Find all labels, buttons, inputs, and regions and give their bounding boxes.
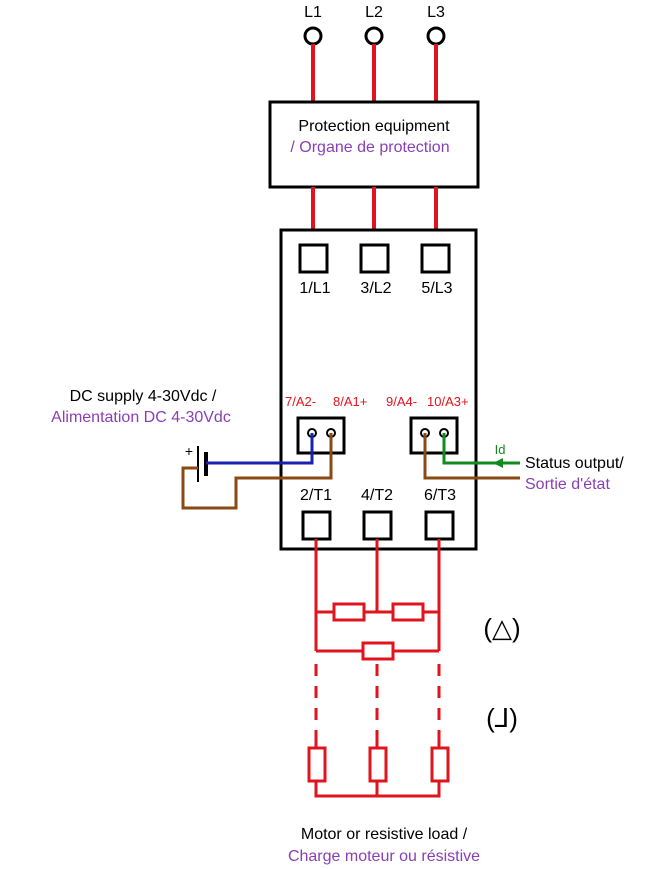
phase-lines: L1 L2 L3 xyxy=(303,4,446,102)
delta-resistor-3 xyxy=(361,641,395,661)
status-arrow-icon xyxy=(493,458,503,468)
delta-resistor-1 xyxy=(332,602,366,622)
load-wiring: (△) (⅃) xyxy=(307,539,521,798)
l3-supply-terminal xyxy=(426,26,446,46)
control-label-10-a3: 10/A3+ xyxy=(427,394,469,409)
l1-supply-terminal xyxy=(303,26,323,46)
dc-negative-wire xyxy=(181,433,333,510)
status-label-fr: Sortie d'état xyxy=(525,476,610,493)
delta-symbol: (△) xyxy=(483,613,520,643)
terminal-1-l1 xyxy=(298,243,329,274)
terminal-label-2-t1: 2/T1 xyxy=(300,487,332,504)
contactor: 1/L1 3/L2 5/L3 7/A2- 8/A1+ 9/A4- 10/A3+ … xyxy=(279,228,478,551)
load-label-fr: Charge moteur ou résistive xyxy=(288,848,480,865)
control-label-9-a4: 9/A4- xyxy=(386,394,417,409)
l2-supply-terminal xyxy=(364,26,384,46)
protection-box xyxy=(268,100,480,189)
battery-plus-sign: + xyxy=(185,443,193,459)
terminal-label-4-t2: 4/T2 xyxy=(361,487,393,504)
terminal-label-3-l2: 3/L2 xyxy=(360,280,391,297)
protection-label-en: Protection equipment xyxy=(298,118,450,135)
terminal-4-t2 xyxy=(362,510,393,541)
dc-positive-wire xyxy=(206,433,314,465)
terminal-label-6-t3: 6/T3 xyxy=(424,487,456,504)
l2-label: L2 xyxy=(365,4,383,21)
delta-resistor-2 xyxy=(391,602,425,622)
status-signal-label: Id xyxy=(495,442,506,457)
control-connector-status xyxy=(409,416,459,455)
star-resistor-1 xyxy=(307,746,327,783)
protection-label-fr: / Organe de protection xyxy=(290,139,449,156)
star-symbol: (⅃) xyxy=(486,703,518,733)
terminal-label-1-l1: 1/L1 xyxy=(299,280,330,297)
terminal-5-l3 xyxy=(420,243,451,274)
l1-label: L1 xyxy=(304,4,322,21)
load-label-en: Motor or resistive load / xyxy=(301,826,468,843)
control-label-7-a2: 7/A2- xyxy=(285,394,316,409)
dc-supply-label-en: DC supply 4-30Vdc / xyxy=(70,388,217,405)
status-output: Id Status output/ Sortie d'état xyxy=(423,433,624,493)
protection-equipment: Protection equipment / Organe de protect… xyxy=(268,100,480,189)
terminal-3-l2 xyxy=(359,243,390,274)
dc-supply-label-fr: Alimentation DC 4-30Vdc xyxy=(51,409,231,426)
control-connector-supply xyxy=(296,416,346,455)
terminal-6-t3 xyxy=(424,510,455,541)
terminal-2-t1 xyxy=(301,510,332,541)
contactor-body xyxy=(279,228,478,551)
status-label-en: Status output/ xyxy=(525,455,624,472)
dc-supply: DC supply 4-30Vdc / Alimentation DC 4-30… xyxy=(51,388,333,510)
l3-label: L3 xyxy=(427,4,445,21)
star-resistor-3 xyxy=(430,746,450,783)
load-caption: Motor or resistive load / Charge moteur … xyxy=(288,826,480,865)
terminal-label-5-l3: 5/L3 xyxy=(421,280,452,297)
control-label-8-a1: 8/A1+ xyxy=(333,394,367,409)
status-common-wire xyxy=(423,433,520,480)
star-resistor-2 xyxy=(368,746,388,783)
